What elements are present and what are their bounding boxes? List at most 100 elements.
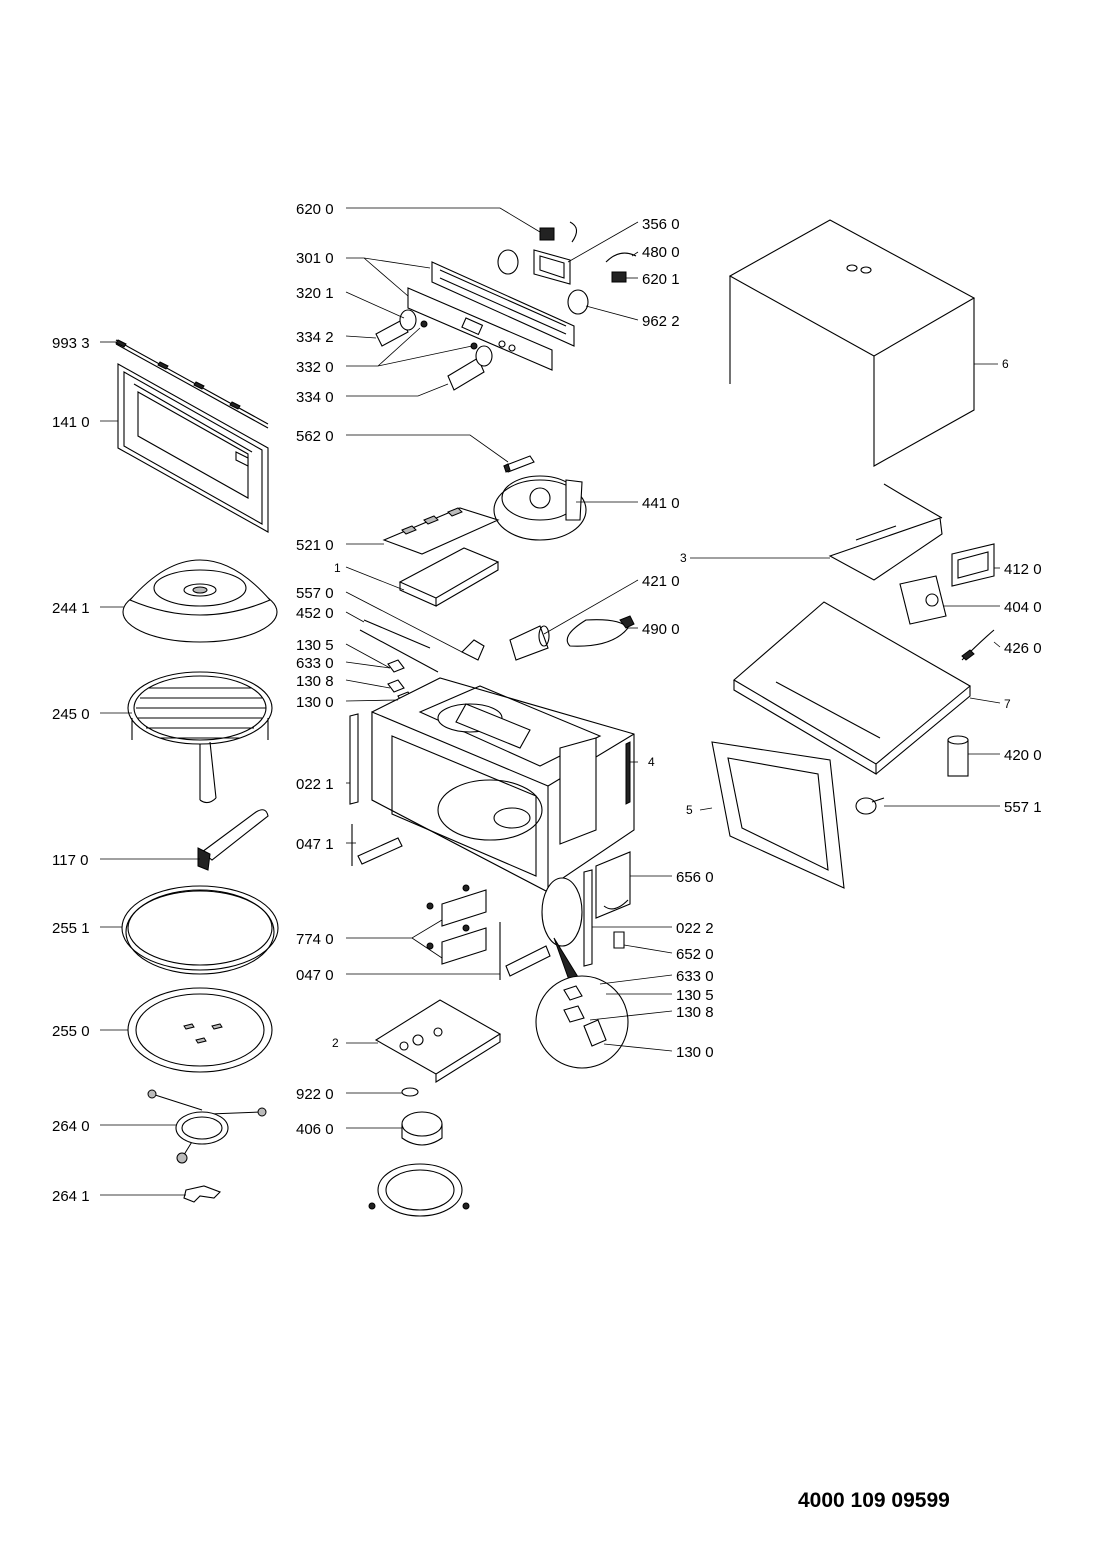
callout-334-0: 334 0 [296,389,334,406]
callout-320-1: 320 1 [296,285,334,302]
capacitor [509,625,550,661]
oven-cavity [371,677,635,893]
callout-2: 2 [332,1036,339,1050]
display-board [533,249,571,285]
lamp-holder [461,639,485,661]
side-strip-left [349,713,359,805]
side-strip-right [583,869,593,967]
callout-130-5: 130 5 [296,637,334,654]
callout-652-0: 652 0 [676,946,714,963]
switch-top [539,221,578,243]
callout-047-1: 047 1 [296,836,334,853]
cover-dome [122,559,278,643]
bracket-656 [595,851,631,919]
power-cord [566,615,635,647]
callout-6: 6 [1002,357,1009,371]
callout-5: 5 [686,803,693,817]
base-tray [733,601,971,775]
door-seal-strip [115,339,269,429]
callout-521-0: 521 0 [296,537,334,554]
callout-255-0: 255 0 [52,1023,90,1040]
pcb-holder [398,547,500,607]
leader-lines [100,207,1001,1196]
magnetron [899,575,947,625]
mounting-plates [426,884,487,965]
callout-620-0: 620 0 [296,201,334,218]
callout-141-0: 141 0 [52,414,90,431]
washer [401,1087,419,1097]
callout-922-0: 922 0 [296,1086,334,1103]
callout-480-0: 480 0 [642,244,680,261]
callout-022-1: 022 1 [296,776,334,793]
diode [961,629,995,661]
callout-245-0: 245 0 [52,706,90,723]
callout-656-0: 656 0 [676,869,714,886]
callout-962-2: 962 2 [642,313,680,330]
callout-117-0: 117 0 [52,852,88,869]
callout-562-0: 562 0 [296,428,334,445]
outer-case [728,219,976,467]
air-duct [828,483,943,581]
base-plate [374,999,502,1083]
callout-774-0: 774 0 [296,931,334,948]
lamp-652 [613,931,625,949]
door-latch-left [351,824,403,866]
callout-421-0: 421 0 [642,573,680,590]
switch-right [611,271,627,283]
turntable-seal [368,1163,470,1217]
callout-334-2: 334 2 [296,329,334,346]
hv-capacitor [947,735,969,777]
control-panel [407,261,575,371]
callout-332-0: 332 0 [296,359,334,376]
knob-left [375,309,428,347]
callout-441-0: 441 0 [642,495,680,512]
callout-557-1: 557 1 [1004,799,1042,816]
lamp-557-1 [855,797,885,815]
callout-130-0: 130 0 [296,694,334,711]
callout-620-1: 620 1 [642,271,680,288]
callout-255-1: 255 1 [52,920,90,937]
callout-420-0: 420 0 [1004,747,1042,764]
callout-4: 4 [648,755,655,769]
control-pcb [382,507,500,555]
callout-557-0: 557 0 [296,585,334,602]
callout-452-0: 452 0 [296,605,334,622]
callout-3: 3 [680,551,687,565]
callout-264-0: 264 0 [52,1118,90,1135]
callout-labels: 620 0 356 0 480 0 301 0 620 1 320 1 962 … [52,201,1042,1205]
turntable-motor [401,1111,443,1146]
callout-490-0: 490 0 [642,621,680,638]
callout-404-0: 404 0 [1004,599,1042,616]
callout-130-8-detail: 130 8 [676,1004,714,1021]
callout-244-1: 244 1 [52,600,90,617]
callout-130-8: 130 8 [296,673,334,690]
callout-022-2: 022 2 [676,920,714,937]
callout-1: 1 [334,561,341,575]
handle [197,809,269,871]
drive-coupler [183,1185,221,1203]
document-number: 4000 109 09599 [798,1489,950,1512]
callout-7: 7 [1004,697,1011,711]
callout-356-0: 356 0 [642,216,680,233]
fuse [503,455,535,473]
knob-right [447,342,493,391]
turntable-plate [127,987,273,1073]
callout-301-0: 301 0 [296,250,334,267]
callout-047-0: 047 0 [296,967,334,984]
callout-426-0: 426 0 [1004,640,1042,657]
wire-harness [605,252,637,263]
grill-rack [127,671,273,804]
detail-bubble-large [535,975,629,1069]
transformer [951,543,995,587]
fan-motor [493,475,587,541]
roller-support [147,1089,267,1164]
callout-412-0: 412 0 [1004,561,1042,578]
callout-264-1: 264 1 [52,1188,90,1205]
door-latch-right [499,922,551,980]
callout-130-5-detail: 130 5 [676,987,714,1004]
callout-993-3: 993 3 [52,335,90,352]
cavity-liner [711,741,845,889]
crisp-ring [121,885,279,975]
callout-633-0-detail: 633 0 [676,968,714,985]
